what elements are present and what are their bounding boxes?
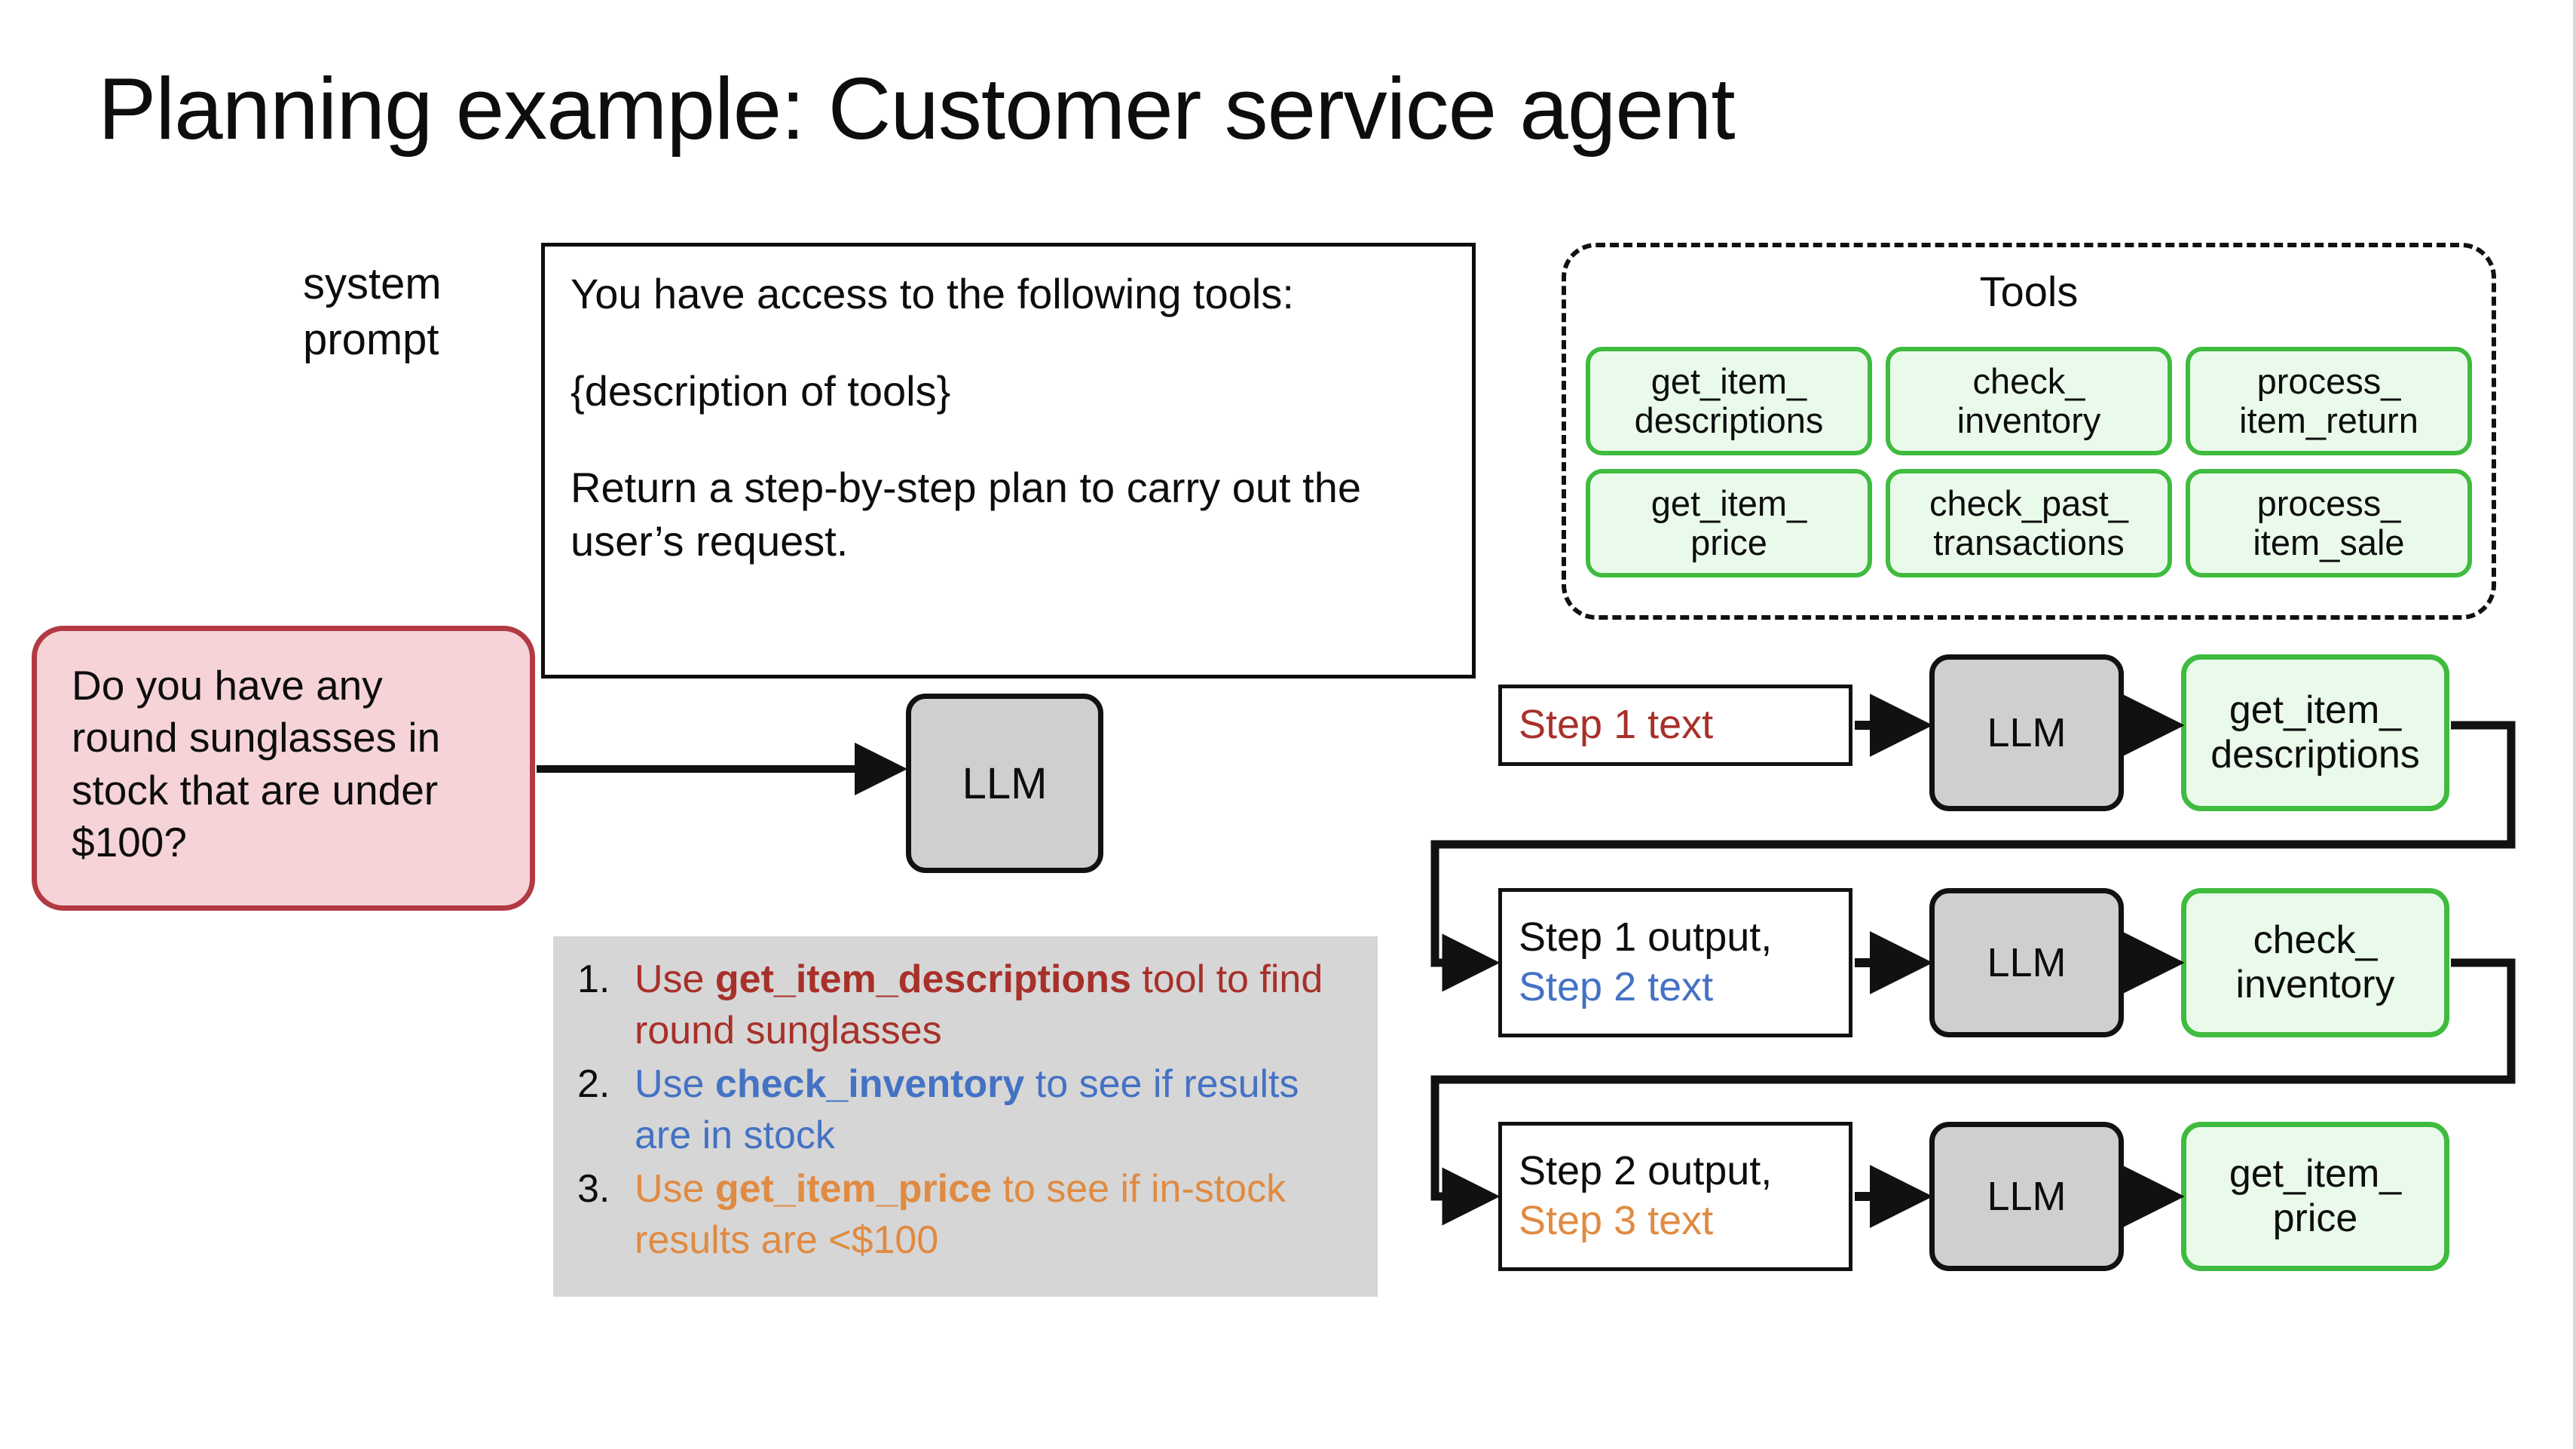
plan-item-text: Use get_item_descriptions tool to find r… (635, 954, 1358, 1056)
plan-item-number: 1. (577, 957, 610, 1001)
plan-item-number: 2. (577, 1062, 610, 1107)
llm-box-2: LLM (1929, 888, 2124, 1037)
tool-chip-check-past-transactions[interactable]: check_past_ transactions (1886, 469, 2172, 577)
tool-chip-process-item-sale[interactable]: process_ item_sale (2186, 469, 2472, 577)
system-prompt-line-3: Return a step-by-step plan to carry out … (571, 464, 1361, 565)
plan-item-1: 1. Use get_item_descriptions tool to fin… (553, 954, 1378, 1056)
plan-item-suffix: to see if results are in stock (635, 1062, 1299, 1157)
plan-item-prefix: Use (635, 957, 715, 1001)
user-query-bubble: Do you have any round sunglasses in stoc… (32, 626, 535, 911)
step-box-3: Step 2 output, Step 3 text (1498, 1122, 1852, 1271)
plan-item-number: 3. (577, 1167, 610, 1212)
tool-chip-process-item-return[interactable]: process_ item_return (2186, 347, 2472, 455)
plan-item-prefix: Use (635, 1167, 715, 1212)
tools-grid: get_item_ descriptions check_ inventory … (1586, 347, 2472, 577)
tool-output-box-3: get_item_ price (2181, 1122, 2449, 1271)
main-llm-box: LLM (906, 694, 1103, 873)
step-box-1: Step 1 text (1498, 685, 1852, 766)
plan-item-suffix: tool to find round sunglasses (635, 957, 1323, 1052)
plan-item-tool: check_inventory (714, 1062, 1025, 1107)
plan-item-3: 3. Use get_item_price to see if in-stock… (553, 1164, 1378, 1266)
llm-box-3: LLM (1929, 1122, 2124, 1271)
tool-chip-check-inventory[interactable]: check_ inventory (1886, 347, 2172, 455)
tools-panel: Tools get_item_ descriptions check_ inve… (1562, 243, 2496, 620)
tool-chip-get-item-descriptions[interactable]: get_item_ descriptions (1586, 347, 1872, 455)
page-title: Planning example: Customer service agent (98, 60, 1736, 158)
plan-item-prefix: Use (635, 1062, 715, 1107)
system-prompt-label: system prompt (303, 259, 442, 365)
step-box-2: Step 1 output, Step 2 text (1498, 888, 1852, 1037)
plan-item-suffix: to see if in-stock results are <$100 (635, 1167, 1286, 1262)
plan-item-2: 2. Use check_inventory to see if results… (553, 1059, 1378, 1161)
llm-box-1: LLM (1929, 654, 2124, 811)
plan-item-text: Use check_inventory to see if results ar… (635, 1059, 1358, 1161)
tools-panel-title: Tools (1979, 268, 2079, 315)
step-2-text: Step 2 text (1519, 964, 1714, 1009)
system-prompt-line-2: {description of tools} (571, 366, 951, 415)
step-3-prev-output: Step 2 output, (1519, 1148, 1773, 1194)
tool-output-box-1: get_item_ descriptions (2181, 654, 2449, 811)
step-3-text: Step 3 text (1519, 1198, 1714, 1243)
tool-chip-get-item-price[interactable]: get_item_ price (1586, 469, 1872, 577)
plan-item-tool: get_item_descriptions (714, 957, 1131, 1001)
plan-item-text: Use get_item_price to see if in-stock re… (635, 1164, 1358, 1266)
step-2-prev-output: Step 1 output, (1519, 914, 1773, 960)
system-prompt-line-1: You have access to the following tools: (571, 270, 1294, 317)
plan-item-tool: get_item_price (714, 1167, 992, 1212)
tool-output-box-2: check_ inventory (2181, 888, 2449, 1037)
step-1-text: Step 1 text (1519, 702, 1714, 748)
plan-list-box: 1. Use get_item_descriptions tool to fin… (553, 936, 1378, 1297)
system-prompt-box: You have access to the following tools: … (541, 243, 1476, 679)
